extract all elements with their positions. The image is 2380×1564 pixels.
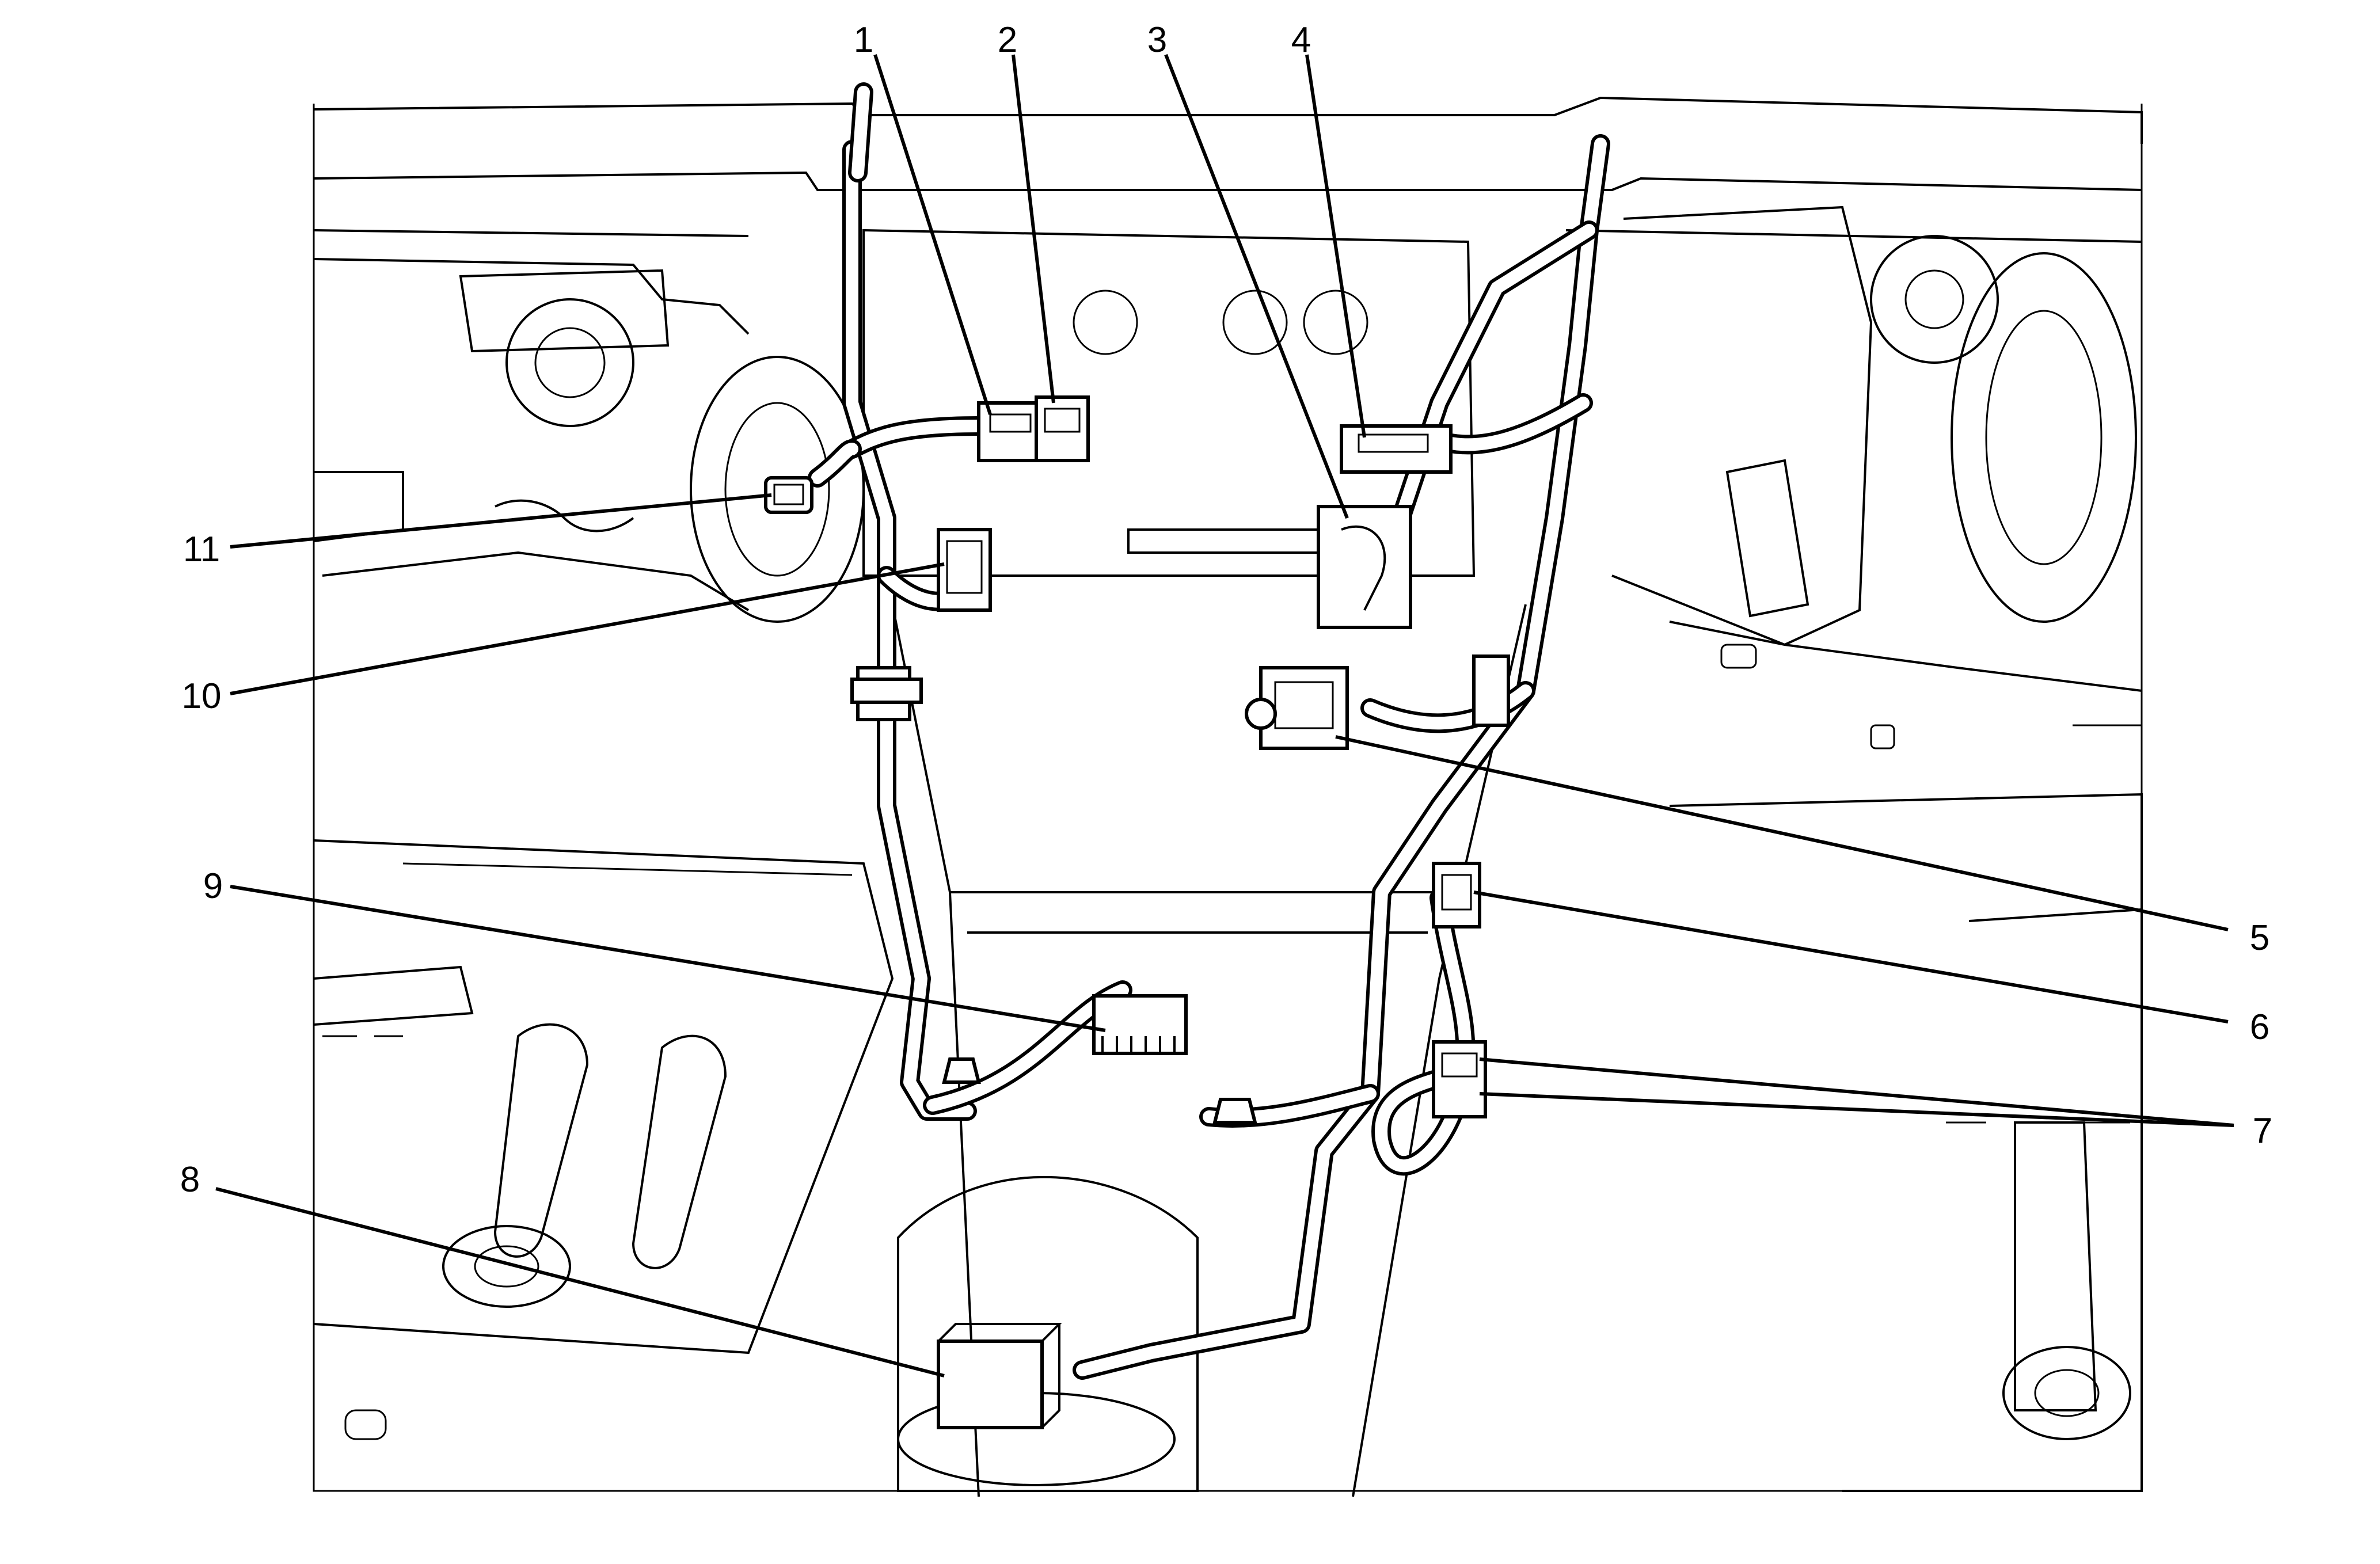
callout-5: 5 (2250, 918, 2269, 958)
harness-clip-left (850, 666, 923, 721)
callout-labels: 1 2 3 4 5 6 7 8 9 10 11 (180, 20, 2272, 1200)
leader-10 (230, 562, 945, 695)
leader-7b (1479, 1092, 2234, 1127)
harness-clip-right (1472, 654, 1510, 727)
leader-3 (1164, 54, 1349, 519)
leader-2 (1012, 54, 1055, 404)
leader-lines (215, 54, 2234, 1377)
connector-2 (1035, 395, 1090, 462)
callout-4: 4 (1291, 20, 1311, 60)
leader-4 (1305, 54, 1366, 438)
callout-2: 2 (998, 20, 1017, 60)
connector-5 (1245, 666, 1349, 750)
clip-6 (1432, 862, 1481, 928)
connector-4 (1340, 424, 1453, 474)
wiring-harness (808, 82, 1610, 1380)
callout-10: 10 (182, 676, 222, 716)
connector-11 (764, 476, 813, 514)
leader-6 (1473, 891, 2229, 1023)
leader-9 (230, 885, 1106, 1032)
module-3 (1317, 505, 1412, 629)
callout-1: 1 (854, 20, 873, 60)
callout-11: 11 (183, 530, 220, 569)
callout-3: 3 (1147, 20, 1167, 60)
callout-7: 7 (2253, 1111, 2272, 1151)
leader-7a (1479, 1057, 2234, 1127)
leader-1 (873, 54, 992, 415)
leader-8 (215, 1187, 945, 1377)
callout-9: 9 (203, 866, 223, 906)
connectors (764, 395, 1510, 1429)
leader-11 (230, 493, 772, 549)
vehicle-body-linework (313, 96, 2143, 1497)
module-8 (937, 1323, 1062, 1429)
harness-anchor-left (942, 1057, 981, 1084)
leader-5 (1335, 735, 2229, 931)
connector-7 (1432, 1040, 1487, 1118)
connector-9 (1092, 994, 1188, 1055)
harness-anchor-center (1212, 1098, 1257, 1124)
connector-10 (937, 528, 992, 612)
callout-6: 6 (2250, 1007, 2269, 1047)
callout-8: 8 (180, 1160, 200, 1200)
